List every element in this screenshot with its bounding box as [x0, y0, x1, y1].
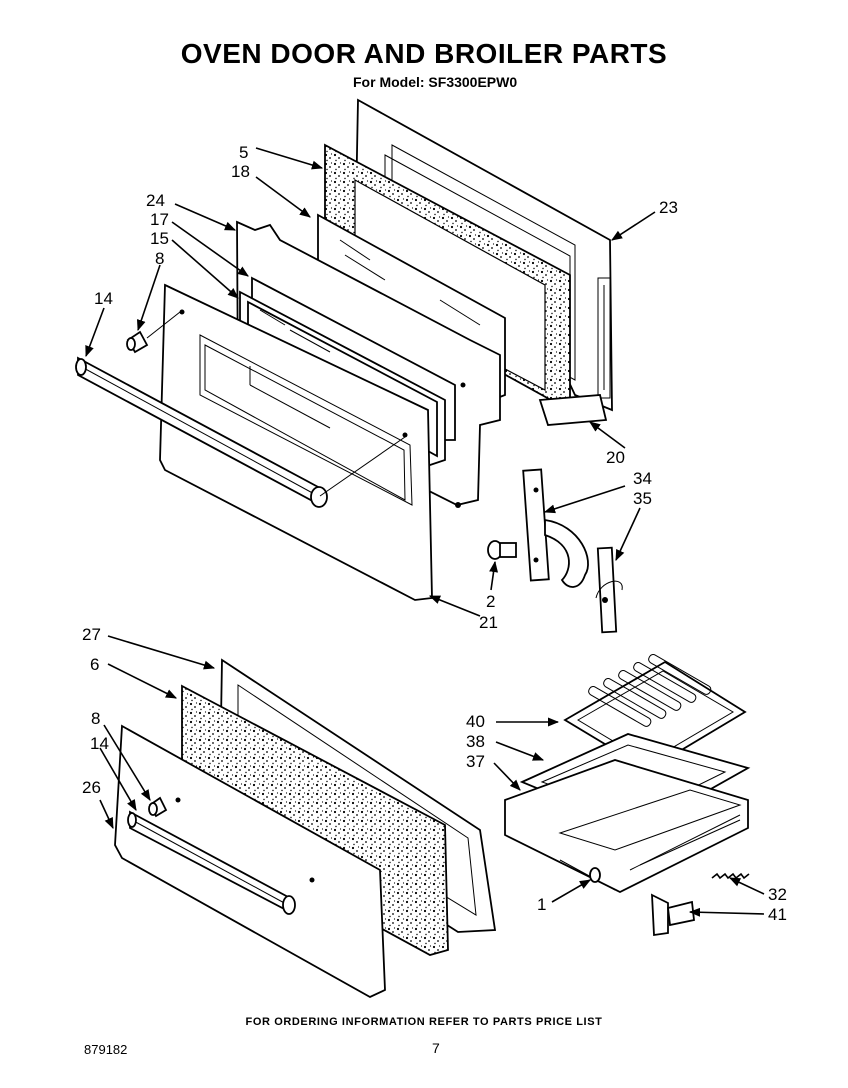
broiler-door-handle: [127, 810, 296, 915]
part-label-8-broiler: 8: [91, 709, 100, 728]
part-label-27: 27: [82, 625, 101, 644]
model-line: For Model: SF3300EPW0: [353, 74, 518, 90]
part-label-34: 34: [633, 469, 652, 488]
broiler-handle-end-cap: [148, 796, 168, 818]
part-label-6: 6: [90, 655, 99, 674]
drawer-spring: [711, 872, 750, 880]
leader-lines: [85, 147, 765, 917]
part-label-40: 40: [466, 712, 485, 731]
part-label-23: 23: [659, 198, 678, 217]
handle-end-cap: [126, 311, 181, 354]
part-label-41: 41: [768, 905, 787, 924]
part-label-17: 17: [150, 210, 169, 229]
hinge-roller: [487, 540, 517, 560]
part-label-8-oven: 8: [155, 249, 164, 268]
part-label-26: 26: [82, 778, 101, 797]
part-label-20: 20: [606, 448, 625, 467]
part-label-1: 1: [537, 895, 546, 914]
part-label-38: 38: [466, 732, 485, 751]
part-label-18: 18: [231, 162, 250, 181]
hinge-channel: [538, 394, 608, 426]
part-label-37: 37: [466, 752, 485, 771]
document-number: 879182: [84, 1042, 128, 1057]
part-label-21: 21: [479, 613, 498, 632]
oven-door-handle: [75, 356, 406, 508]
part-label-35: 35: [633, 489, 652, 508]
page-title: OVEN DOOR AND BROILER PARTS: [180, 38, 668, 69]
part-label-24: 24: [146, 191, 165, 210]
part-label-32: 32: [768, 885, 787, 904]
outer-oven-door: [159, 283, 433, 601]
hinge-receiver: [595, 546, 623, 634]
part-label-15: 15: [150, 229, 169, 248]
part-label-5: 5: [239, 143, 248, 162]
broiler-door: [114, 724, 386, 999]
ordering-note: FOR ORDERING INFORMATION REFER TO PARTS …: [245, 1016, 603, 1028]
broiler-drawer-body: [504, 759, 749, 894]
page-number: 7: [432, 1040, 440, 1056]
part-label-2: 2: [486, 592, 495, 611]
drawer-bracket: [651, 893, 695, 937]
part-label-14-broiler: 14: [90, 734, 109, 753]
door-hinge: [522, 468, 589, 588]
part-label-14-oven: 14: [94, 289, 113, 308]
